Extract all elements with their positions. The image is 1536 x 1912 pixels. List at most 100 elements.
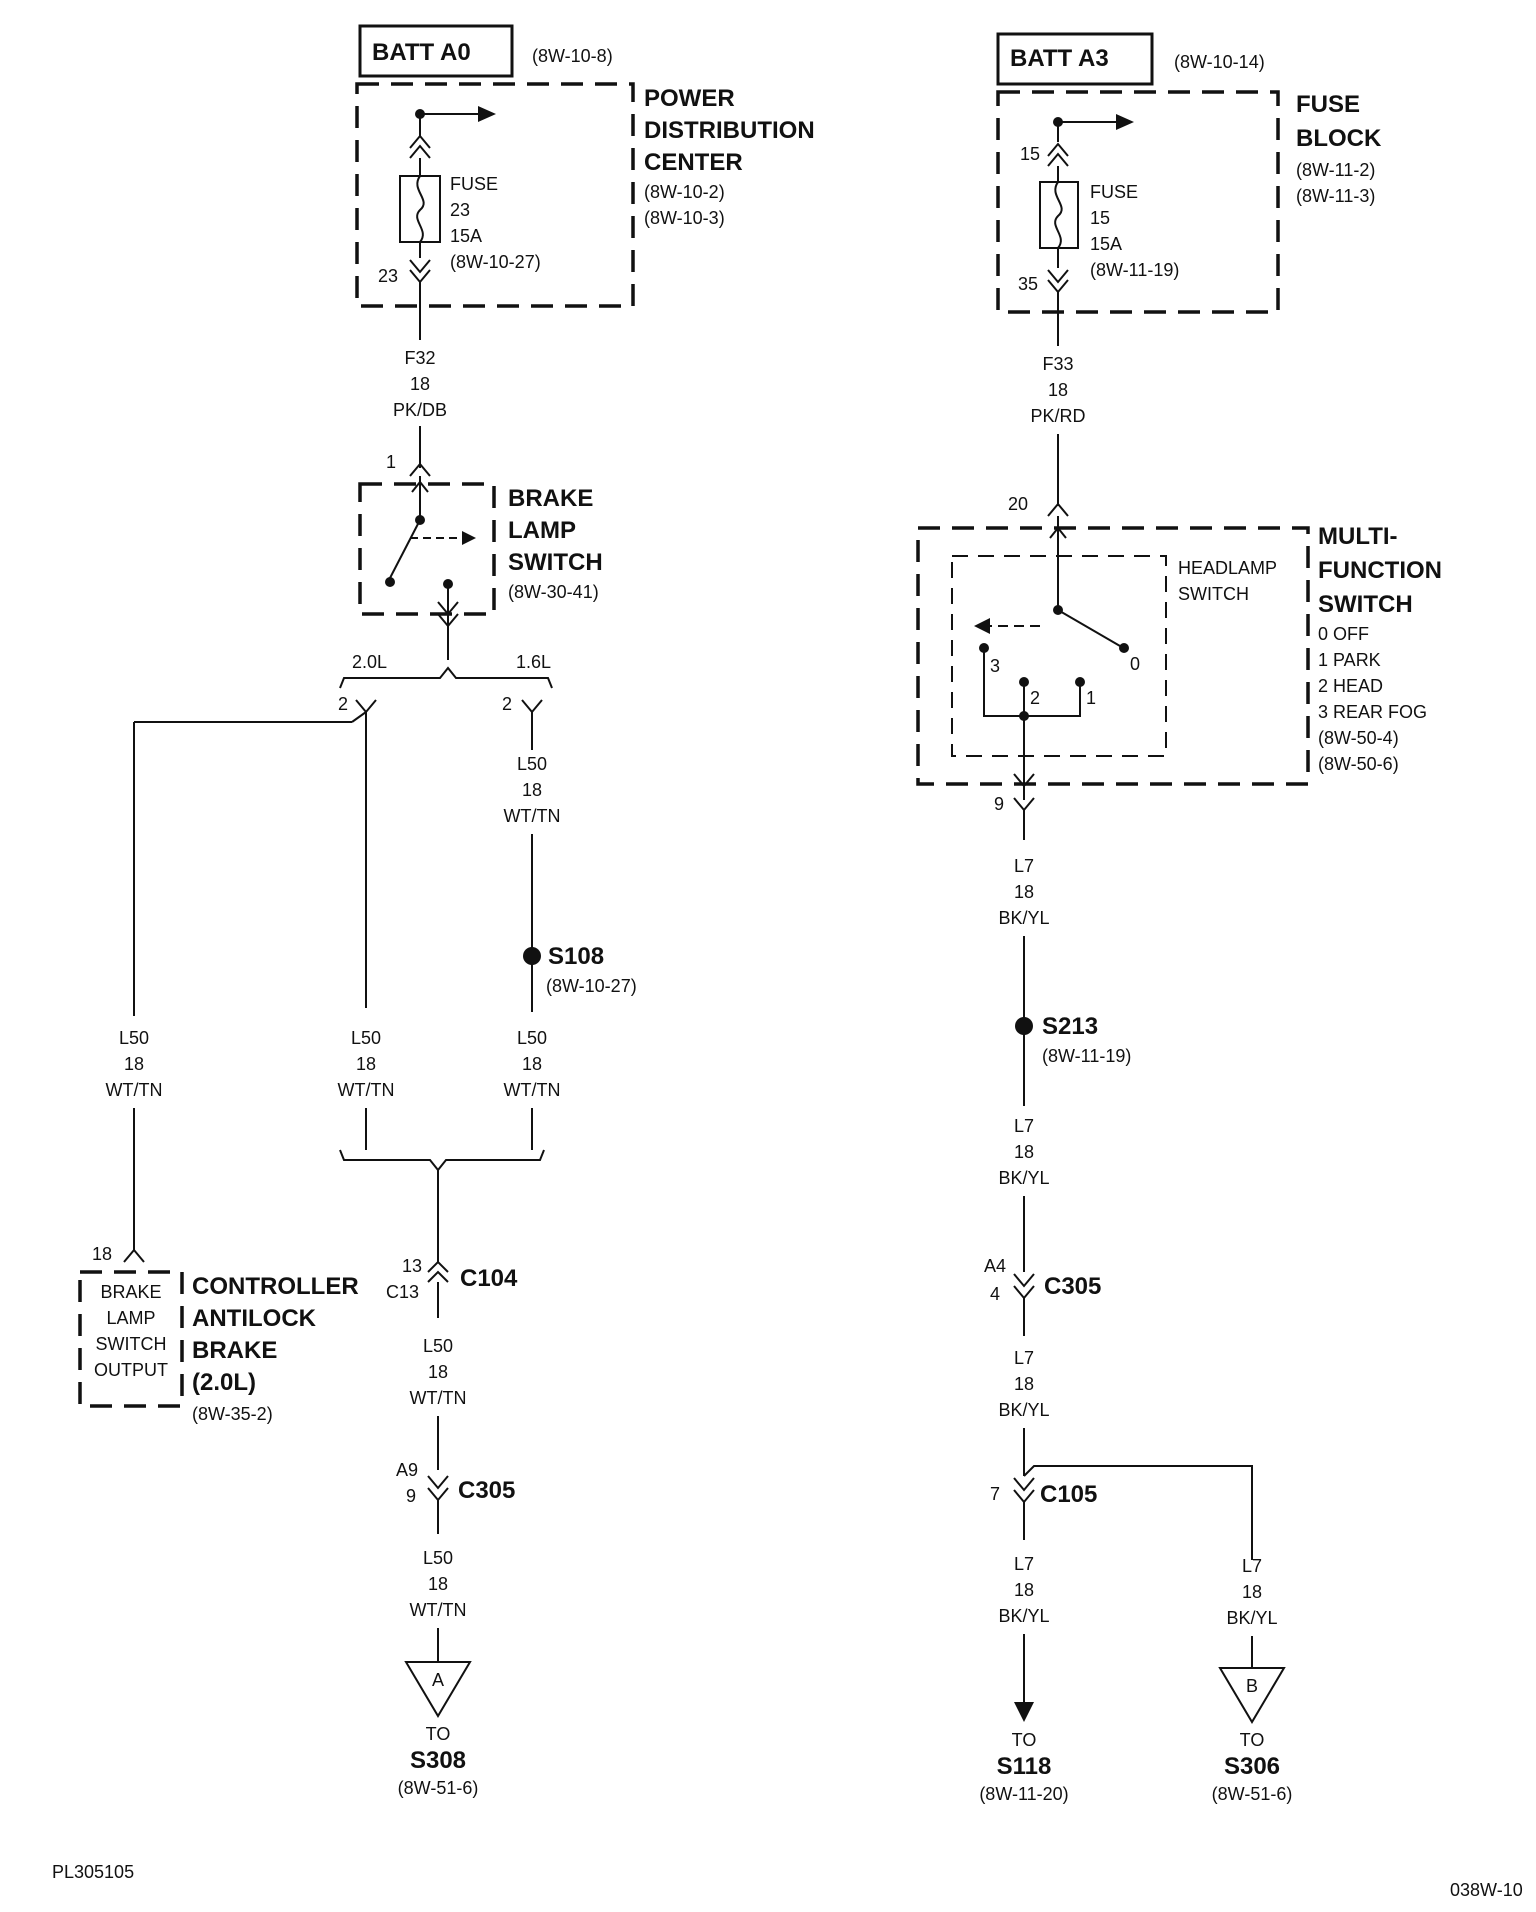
s306-dest: S306 (1224, 1753, 1280, 1780)
cab-inner-1: BRAKE (100, 1282, 161, 1302)
cab-inner-4: OUTPUT (94, 1360, 168, 1380)
conn-2-0l-pin-label: 2 (338, 694, 348, 714)
c105-connector (1013, 1477, 1035, 1504)
fuse-15-element (1054, 181, 1063, 249)
mfs-pin20-connector (1047, 502, 1069, 517)
term-a-letter: A (432, 1670, 444, 1690)
conn-1-6l-pin (521, 699, 543, 714)
footer-left-code: PL305105 (52, 1862, 134, 1882)
headlamp-label-1: HEADLAMP (1178, 558, 1277, 578)
wire-16-gauge: 18 (522, 780, 542, 800)
mfs-contact-3-label: 3 (990, 656, 1000, 676)
batt-a0-box (358, 24, 514, 78)
cab-pin-18: 18 (92, 1244, 112, 1264)
c305-left-pin-2: 9 (406, 1486, 416, 1506)
term-a-dest: S308 (410, 1747, 466, 1774)
pdc-title-1: POWER (644, 85, 735, 112)
l7-2-circuit: L7 (1014, 1116, 1034, 1136)
mfs-ref-1: (8W-50-4) (1318, 728, 1399, 748)
s306-to: TO (1240, 1730, 1265, 1750)
l7-3-circuit: L7 (1014, 1348, 1034, 1368)
bls-actuator-arrow (462, 531, 476, 545)
c104-connector (427, 1260, 449, 1283)
s118-to: TO (1012, 1730, 1037, 1750)
mfs-contact-0 (1119, 643, 1129, 653)
f32-color: PK/DB (393, 400, 447, 420)
s213-label: S213 (1042, 1013, 1098, 1040)
mfs-contact-1-label: 1 (1086, 688, 1096, 708)
mfs-pos-1: 1 PARK (1318, 650, 1381, 670)
cab-pin-connector (123, 1248, 145, 1263)
cab-title-1: CONTROLLER (192, 1273, 359, 1300)
bls-title-3: SWITCH (508, 549, 603, 576)
c104-pin-1: 13 (402, 1256, 422, 1276)
fuse-block-ref-1: (8W-11-2) (1296, 160, 1375, 180)
mfs-pin-20: 20 (1008, 494, 1028, 514)
f33-gauge: 18 (1048, 380, 1068, 400)
headlamp-label-2: SWITCH (1178, 584, 1249, 604)
mfs-blade (1057, 609, 1121, 647)
fuse-23-element (416, 175, 425, 243)
mfs-title-1: MULTI- (1318, 523, 1398, 550)
bls-title-2: LAMP (508, 517, 576, 544)
mfs-out-chevron (1013, 773, 1035, 788)
pdc-bottom-chevron (409, 259, 431, 284)
wire-mid-gauge: 18 (356, 1054, 376, 1074)
option-brace (339, 666, 553, 689)
s118-arrow (1014, 1702, 1034, 1722)
fb-top-chevron (1047, 142, 1069, 167)
conn-1-6l-pin-label: 2 (502, 694, 512, 714)
c305-right-pin-2: 4 (990, 1284, 1000, 1304)
mfs-title-3: SWITCH (1318, 591, 1413, 618)
l7-1-circuit: L7 (1014, 856, 1034, 876)
fuse-15-ref: (8W-11-19) (1090, 260, 1179, 280)
fuse-block-outline (996, 90, 1280, 314)
cab-inner-2: LAMP (106, 1308, 155, 1328)
wire-mid-circuit: L50 (351, 1028, 381, 1048)
c305-right-pin-1: A4 (984, 1256, 1006, 1276)
c305-right-connector (1013, 1273, 1035, 1300)
fuse-block-ref-2: (8W-11-3) (1296, 186, 1375, 206)
bls-ref: (8W-30-41) (508, 582, 599, 602)
c305-right-label: C305 (1044, 1273, 1101, 1300)
pdc-pin-23: 23 (378, 266, 398, 286)
mfs-title-2: FUNCTION (1318, 557, 1442, 584)
c105-branch-wire (1023, 1465, 1253, 1560)
option-2-0l: 2.0L (352, 652, 387, 672)
wire-branch-bend (351, 711, 367, 723)
mfs-ref-2: (8W-50-6) (1318, 754, 1399, 774)
conn-2-0l-pin (355, 699, 377, 714)
fuse-block-title-1: FUSE (1296, 91, 1360, 118)
pdc-ref-1: (8W-10-2) (644, 182, 725, 202)
l7-4-circuit: L7 (1014, 1554, 1034, 1574)
cab-ref: (8W-35-2) (192, 1404, 273, 1424)
term-a-to: TO (426, 1724, 451, 1744)
l7-1-color: BK/YL (998, 908, 1049, 928)
mfs-contact-2-label: 2 (1030, 688, 1040, 708)
cab-outline (78, 1270, 184, 1408)
s213-splice-dot (1015, 1017, 1033, 1035)
s306-ref: (8W-51-6) (1212, 1784, 1293, 1804)
fb-bus-arrowhead (1116, 114, 1134, 130)
l7-5-color: BK/YL (1226, 1608, 1277, 1628)
bls-pin1-connector (409, 462, 431, 477)
pdc-bus-arrowhead (478, 106, 496, 122)
l7-3-gauge: 18 (1014, 1374, 1034, 1394)
mfs-internal-chevron (1049, 526, 1067, 539)
wire-16-color: WT/TN (504, 806, 561, 826)
l7-2-gauge: 18 (1014, 1142, 1034, 1162)
f32-gauge: 18 (410, 374, 430, 394)
c105-label: C105 (1040, 1481, 1097, 1508)
batt-a3-box (996, 32, 1154, 86)
wire-right-gauge: 18 (522, 1054, 542, 1074)
bls-outline (358, 482, 496, 616)
c305-left-wire-gauge: 18 (428, 1574, 448, 1594)
c305-left-wire-circuit: L50 (423, 1548, 453, 1568)
f32-circuit: F32 (404, 348, 435, 368)
mfs-pos-2: 2 HEAD (1318, 676, 1383, 696)
c104-wire-color: WT/TN (410, 1388, 467, 1408)
l7-5-gauge: 18 (1242, 1582, 1262, 1602)
term-a-triangle (404, 1661, 472, 1718)
s108-splice-dot (523, 947, 541, 965)
